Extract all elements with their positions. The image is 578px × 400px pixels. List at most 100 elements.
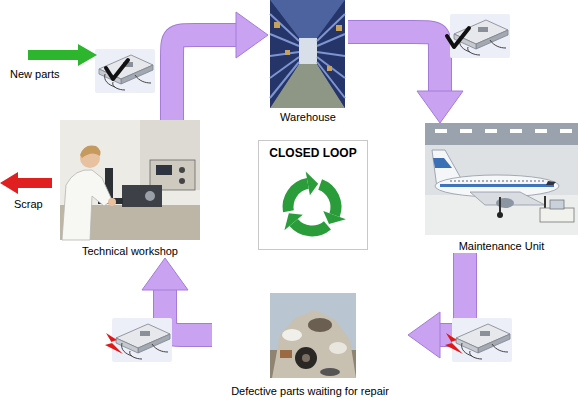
shelf-line (317, 62, 345, 98)
recycle-arrow-head (278, 208, 305, 231)
flow-label: New parts (10, 68, 60, 81)
photo-frame (60, 120, 200, 240)
junk-piece (280, 350, 292, 358)
junk-piece (320, 368, 340, 376)
node-caption: Warehouse (280, 111, 336, 124)
photo-frame (270, 0, 345, 108)
flow-arrow (165, 290, 212, 335)
photo-frame (425, 123, 578, 235)
shelf-line (317, 14, 345, 41)
junk-piece (282, 329, 302, 341)
recycle-arrow-band (294, 209, 328, 240)
fault-lightning (445, 333, 463, 354)
check-mark (447, 28, 469, 47)
photo-frame (270, 293, 356, 378)
photo-node: Defective parts waiting for repair (212, 293, 408, 398)
hangar-ceiling (425, 123, 578, 145)
technician-hair (80, 145, 101, 158)
recycle-symbol (278, 172, 355, 246)
photo-node: Technical workshop (55, 120, 205, 258)
tyre-hub (302, 354, 310, 362)
stored-box (327, 66, 332, 71)
scrap-pile-photo (270, 293, 356, 378)
shelf-line (270, 52, 299, 56)
test-instrument (122, 185, 162, 207)
instrument-screen (156, 165, 172, 175)
recycle-arrow (278, 200, 327, 246)
junk-pile (272, 310, 356, 378)
flow-label: Scrap (14, 198, 43, 211)
warehouse-photo (270, 0, 345, 108)
wall-panel (140, 120, 200, 190)
shelf-line (270, 62, 299, 98)
tail-stripe (433, 158, 452, 168)
flow-arrow-outline (348, 32, 440, 91)
junk-piece (329, 342, 347, 354)
tug-cab (550, 200, 564, 209)
recycle-arrow (288, 172, 318, 212)
node-caption: Maintenance Unit (459, 240, 545, 253)
shelf-left (270, 0, 299, 108)
ceiling-light (560, 129, 572, 133)
instrument-knob (179, 178, 185, 184)
ceiling-light (460, 129, 472, 133)
ceiling-light (485, 129, 497, 133)
lab-coat (62, 170, 112, 240)
flow-arrow-outline (165, 290, 212, 335)
hangar-photo (425, 123, 578, 235)
serviceable-part-icon (95, 49, 155, 93)
node-caption: Technical workshop (82, 245, 178, 258)
engine (496, 198, 514, 208)
stored-box (336, 25, 342, 31)
flow-arrow-body (165, 290, 212, 335)
shelf-lines (270, 14, 345, 98)
fault-lightning (105, 333, 123, 354)
serviceable-part-icon (450, 14, 510, 58)
workshop-photo (60, 120, 200, 240)
stored-box (285, 50, 290, 55)
shelf-line (270, 34, 299, 46)
shelf-right (317, 0, 345, 108)
stored-box (274, 22, 280, 28)
photo-node: Warehouse (268, 0, 348, 124)
check-mark (106, 60, 128, 79)
wheel (497, 212, 503, 218)
recycle-arrow-band (288, 183, 308, 211)
recycle-arrow (305, 184, 354, 230)
ceiling-light (435, 129, 447, 133)
shelf-line (317, 52, 345, 56)
stored-boxes (274, 22, 342, 71)
tow-tug (540, 208, 574, 222)
landing-gear (499, 197, 501, 214)
defective-part-icon (452, 318, 512, 362)
defective-part-icon (112, 318, 172, 362)
flow-arrow-body (172, 35, 236, 120)
junk-piece (308, 318, 332, 332)
shelf-line (270, 14, 299, 41)
flow-arrow-outline (172, 35, 236, 120)
aisle-end (299, 38, 317, 64)
title-box: CLOSED LOOP (258, 140, 368, 250)
scrap-arrow (0, 172, 52, 194)
technician-hand (108, 198, 116, 206)
instrument-knob (179, 167, 185, 173)
cockpit (546, 181, 556, 185)
new-parts-arrow (28, 44, 97, 66)
node-caption: Defective parts waiting for repair (231, 385, 389, 398)
hangar-floor (425, 195, 578, 235)
box-title: CLOSED LOOP (269, 147, 356, 160)
instrument-knob (145, 191, 155, 201)
ceiling-light (535, 129, 547, 133)
ceiling-lights (435, 129, 572, 133)
tyre (295, 347, 317, 369)
cabin-windows (450, 181, 545, 182)
flow-arrow (172, 35, 236, 120)
ceiling-light (510, 129, 522, 133)
recycle-arrow-head (306, 172, 319, 196)
shelf-line (317, 34, 345, 46)
photo-node: Maintenance Unit (425, 123, 578, 253)
flow-arrow (348, 32, 440, 91)
